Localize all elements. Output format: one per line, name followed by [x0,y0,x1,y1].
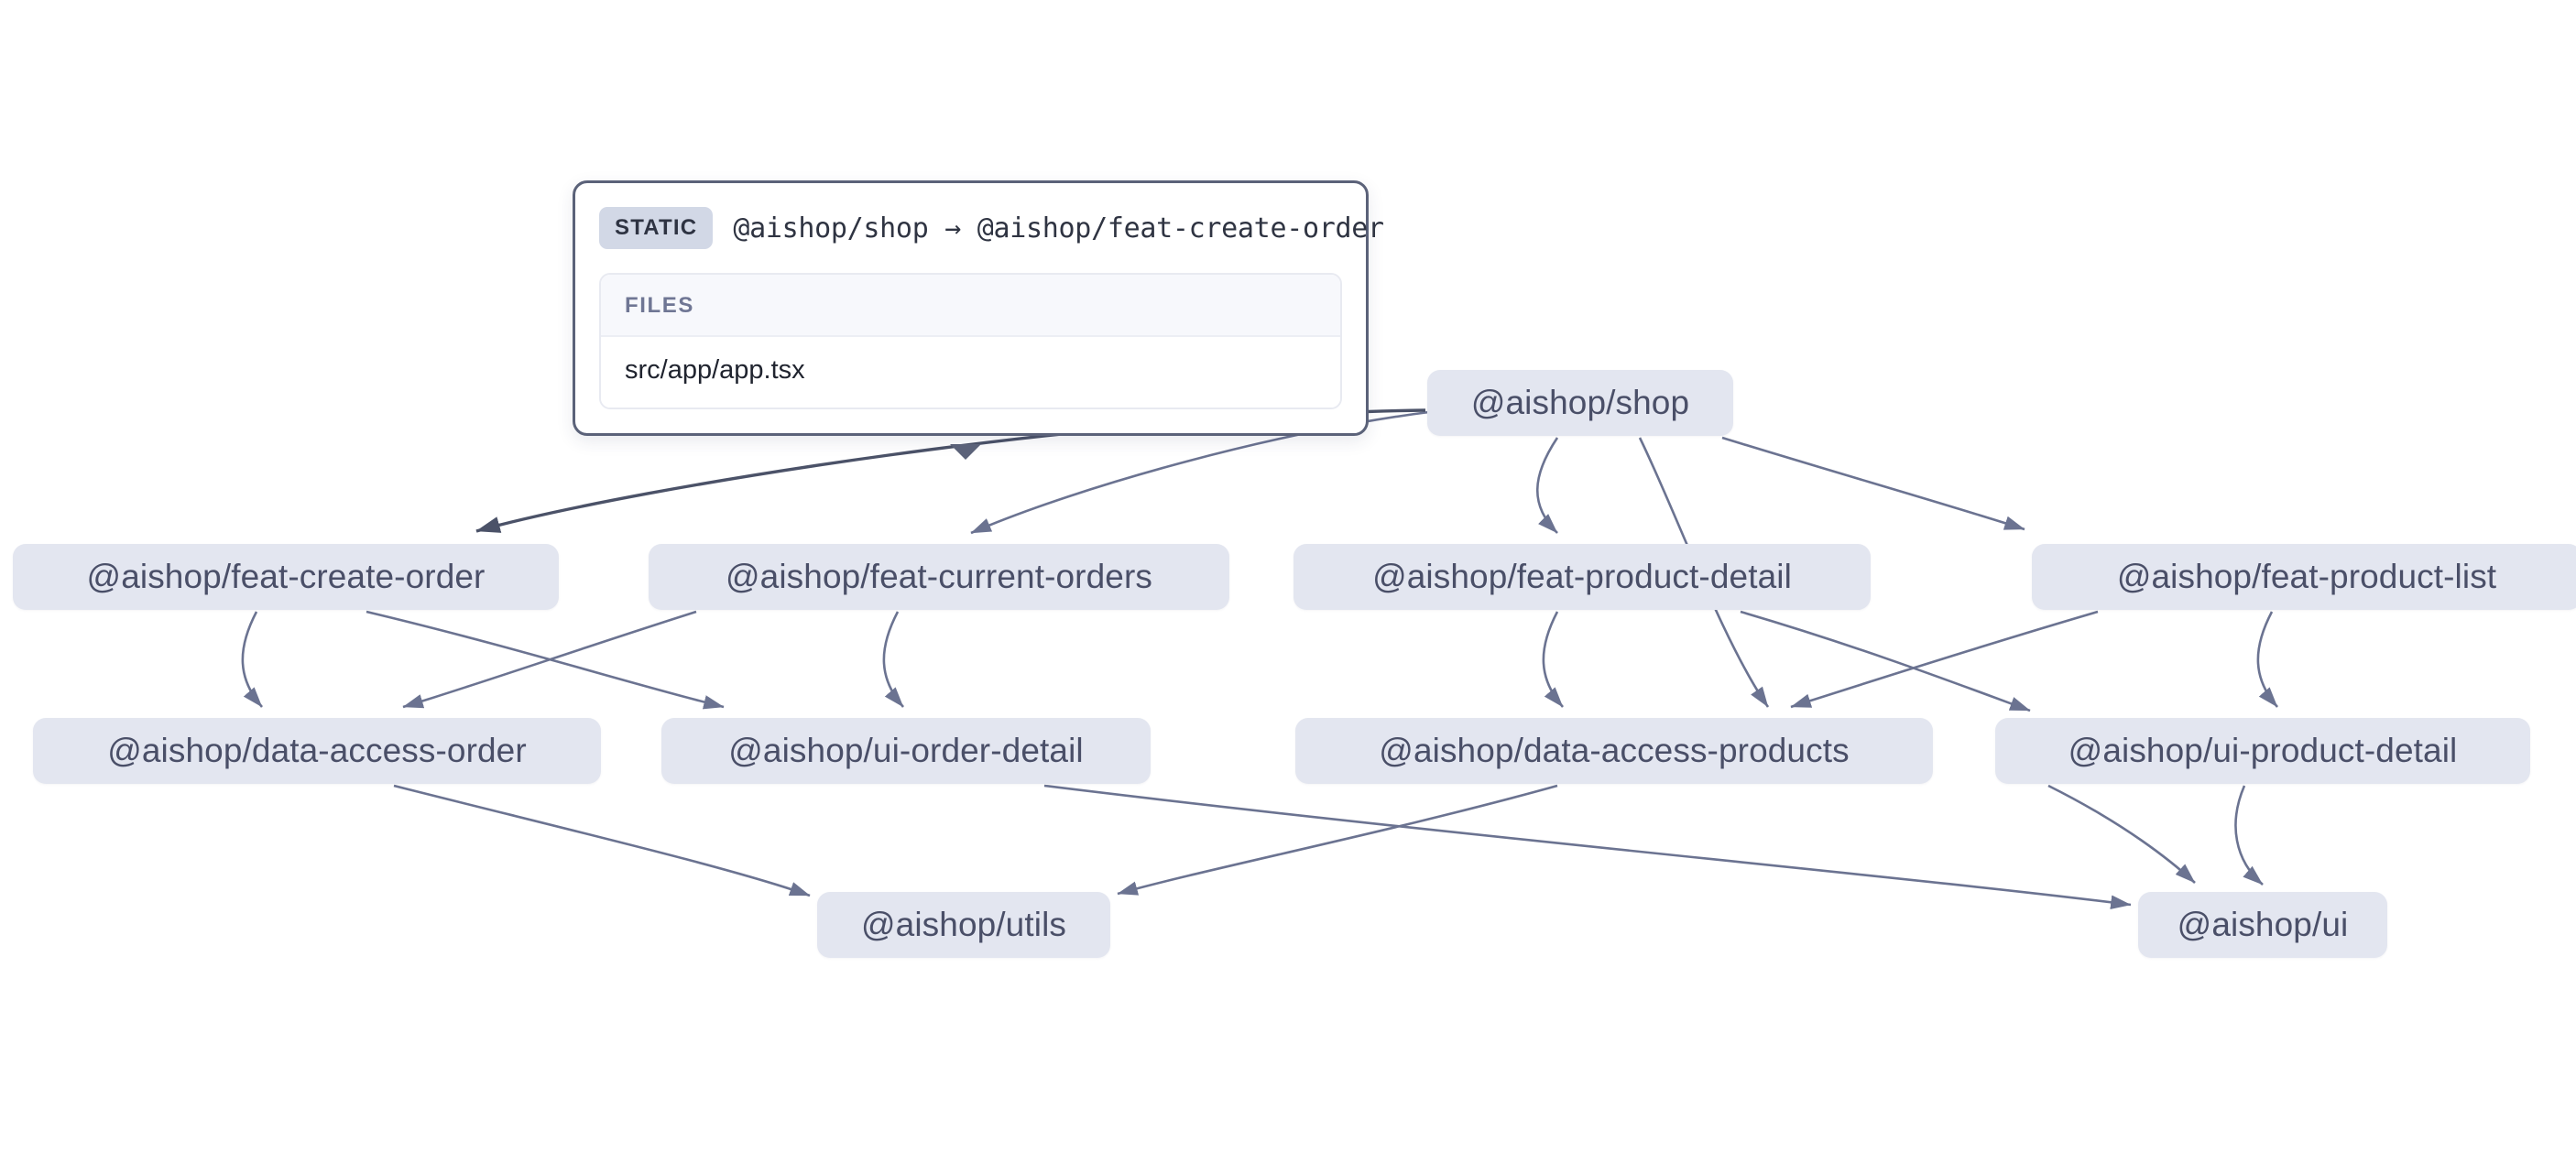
tooltip-caret-icon [950,444,981,460]
graph-node-ui-order-detail[interactable]: @aishop/ui-order-detail [661,718,1151,784]
edge-feat-create-order-to-data-access-order [241,611,263,708]
file-list-item[interactable]: src/app/app.tsx [601,337,1340,408]
edge-feat-product-list-to-data-access-products [1790,610,2099,709]
node-label: @aishop/shop [1470,384,1690,421]
graph-node-feat-current-orders[interactable]: @aishop/feat-current-orders [649,544,1229,610]
tooltip-header: STATIC @aishop/shop → @aishop/feat-creat… [599,203,1384,255]
tooltip-title: @aishop/shop → @aishop/feat-create-order [733,212,1384,245]
edge-feat-product-list-to-ui-product-detail [2256,611,2278,708]
node-label: @aishop/feat-create-order [86,558,486,595]
edge-feat-current-orders-to-ui-order-detail [882,611,904,708]
graph-node-feat-product-list[interactable]: @aishop/feat-product-list [2032,544,2576,610]
graph-node-data-access-order[interactable]: @aishop/data-access-order [33,718,601,784]
node-label: @aishop/ui [2177,906,2349,943]
graph-node-feat-create-order[interactable]: @aishop/feat-create-order [13,544,559,610]
files-section-header: FILES [601,275,1340,337]
node-label: @aishop/feat-product-list [2116,558,2497,595]
edge-detail-tooltip[interactable]: STATIC @aishop/shop → @aishop/feat-creat… [573,180,1384,436]
node-label: @aishop/data-access-order [107,732,527,769]
edge-feat-product-detail-to-ui-product-detail [1740,610,2031,712]
node-label: @aishop/utils [861,906,1066,943]
static-badge: STATIC [599,207,714,249]
edge-feat-product-detail-to-data-access-products [1542,611,1564,708]
node-label: @aishop/feat-current-orders [726,558,1152,595]
graph-node-ui-product-detail[interactable]: @aishop/ui-product-detail [1995,718,2530,784]
node-label: @aishop/ui-product-detail [2068,732,2458,769]
node-label: @aishop/feat-product-detail [1372,558,1792,595]
edge-feat-create-order-to-ui-order-detail [366,610,725,710]
edge-ui-order-detail-to-ui [1043,784,2132,909]
node-label: @aishop/data-access-products [1379,732,1850,769]
graph-node-utils[interactable]: @aishop/utils [817,892,1110,958]
edge-shop-to-feat-product-detail [1535,437,1559,534]
edge-data-access-order-to-utils [393,784,811,897]
graph-node-feat-product-detail[interactable]: @aishop/feat-product-detail [1293,544,1871,610]
edge-data-access-products-to-utils [1117,784,1558,896]
edge-ui-product-detail-to-ui [2047,784,2196,884]
edge-shop-to-feat-product-list [1721,436,2025,531]
graph-node-data-access-products[interactable]: @aishop/data-access-products [1295,718,1933,784]
files-panel: FILES src/app/app.tsx [599,273,1342,409]
edge-ui-product-detail-to-ui-curve [2234,785,2264,886]
graph-node-shop[interactable]: @aishop/shop [1427,370,1733,436]
graph-node-ui[interactable]: @aishop/ui [2138,892,2387,958]
edge-feat-current-orders-to-data-access-order [402,610,697,709]
node-label: @aishop/ui-order-detail [728,732,1084,769]
